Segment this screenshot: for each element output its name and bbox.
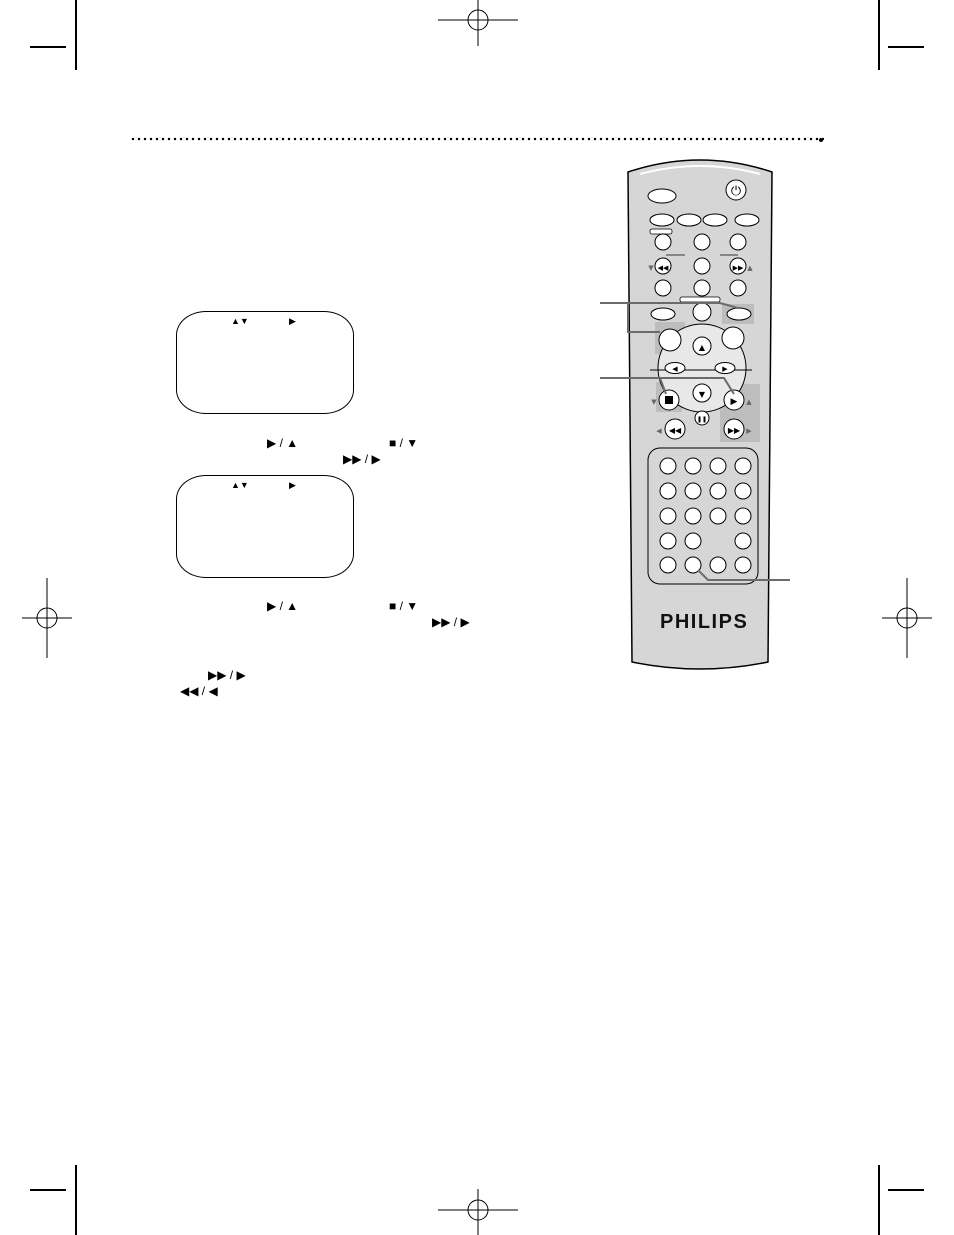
svg-text:▶: ▶ <box>731 397 738 407</box>
rule-end-dot <box>819 138 823 142</box>
svg-text:▼: ▼ <box>651 398 657 406</box>
symbol-play-up: ▶ / ▲ <box>267 599 299 613</box>
svg-text:▶▶: ▶▶ <box>728 426 741 435</box>
svg-text:◀: ◀ <box>656 427 662 435</box>
crop-mark <box>75 1165 77 1235</box>
svg-text:◀◀: ◀◀ <box>669 426 682 435</box>
screen-arrow-play: ▶ <box>289 316 296 326</box>
svg-text:▲: ▲ <box>747 264 753 272</box>
crop-mark <box>878 1165 880 1235</box>
svg-text:▲: ▲ <box>699 343 706 352</box>
svg-text:❚❚: ❚❚ <box>697 416 707 423</box>
symbol-ffwd-play: ▶▶ / ▶ <box>208 668 246 682</box>
svg-text:▲: ▲ <box>746 398 752 406</box>
dotted-header-rule <box>130 137 824 141</box>
crop-mark <box>888 46 924 48</box>
symbol-rew-left: ◀◀ / ◀ <box>180 684 218 698</box>
registration-mark-left <box>22 578 72 658</box>
svg-text:▶: ▶ <box>722 365 728 373</box>
remote-control-illustration: ⏻ ◀◀ ▼ ▶▶ ▲ ▲ ◀ ▶ ▼ ▼ ▶ ▲ ❚❚ ◀◀ ◀ ▶▶ ▶ <box>600 159 790 670</box>
registration-mark-bottom <box>438 1189 518 1235</box>
screen-arrows-updown: ▲▼ <box>231 316 249 326</box>
screen-arrows-updown: ▲▼ <box>231 480 249 490</box>
svg-text:▼: ▼ <box>648 264 654 272</box>
svg-text:▶▶: ▶▶ <box>733 264 744 272</box>
svg-text:◀◀: ◀◀ <box>658 264 669 272</box>
svg-text:◀: ◀ <box>672 365 678 373</box>
crop-mark <box>888 1189 924 1191</box>
symbol-ffwd-play: ▶▶ / ▶ <box>343 452 381 466</box>
tv-screen-2: ▲▼ ▶ <box>176 475 354 578</box>
tv-screen-1: ▲▼ ▶ <box>176 311 354 414</box>
crop-mark <box>30 1189 66 1191</box>
symbol-stop-down: ■ / ▼ <box>389 436 419 450</box>
registration-mark-right <box>882 578 932 658</box>
crop-mark <box>75 0 77 70</box>
brand-logo: PHILIPS <box>660 611 749 633</box>
crop-mark <box>30 46 66 48</box>
svg-text:▶: ▶ <box>746 427 752 435</box>
symbol-stop-down: ■ / ▼ <box>389 599 419 613</box>
registration-mark-top <box>438 0 518 46</box>
svg-text:⏻: ⏻ <box>731 184 741 199</box>
symbol-play-up: ▶ / ▲ <box>267 436 299 450</box>
svg-text:▼: ▼ <box>699 390 706 399</box>
symbol-ffwd-play: ▶▶ / ▶ <box>432 615 470 629</box>
screen-arrow-play: ▶ <box>289 480 296 490</box>
crop-mark <box>878 0 880 70</box>
